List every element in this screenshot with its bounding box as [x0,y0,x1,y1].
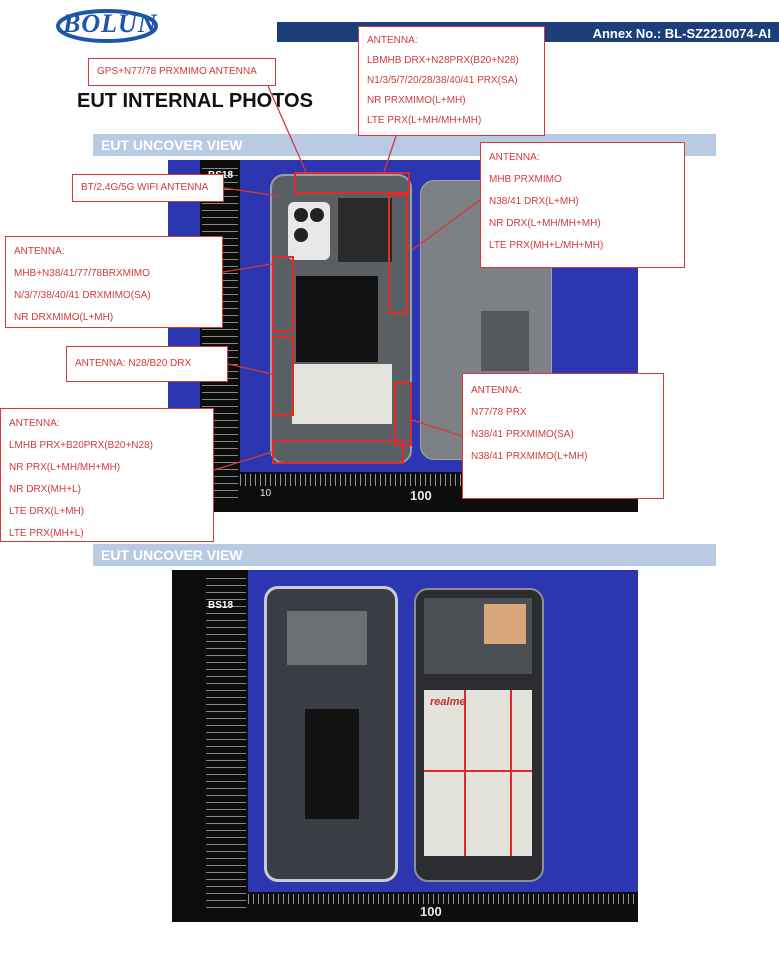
callout-line: LTE PRX(MH+L/MH+MH) [489,240,604,251]
callout-line: NR DRX(L+MH/MH+MH) [489,218,601,229]
antenna-region-left-upper [272,256,294,332]
callout-antenna-bottom-left: ANTENNA: LMHB PRX+B20PRX(B20+N28) NR PRX… [0,408,214,542]
logo-text: BOLUN [63,9,158,38]
graphite-sheet [305,709,359,819]
callout-gps-antenna: GPS+N77/78 PRXMIMO ANTENNA [88,58,276,86]
antenna-region-right-lower [394,382,412,446]
callout-line: N38/41 PRXMIMO(L+MH) [471,451,588,462]
phone-middle-frame [264,586,398,882]
callout-line: N38/41 PRXMIMO(SA) [471,429,574,440]
antenna-region-right-upper [388,194,408,314]
logo: BOLUN [55,6,160,46]
page-title: EUT INTERNAL PHOTOS [77,90,313,112]
ruler-vertical [172,570,248,922]
ruler-horizontal: 100 [248,892,638,922]
section-header-2: EUT UNCOVER VIEW [93,544,716,566]
callout-text: BT/2.4G/5G WIFI ANTENNA [81,182,209,193]
callout-antenna-top-right: ANTENNA: MHB PRXMIMO N38/41 DRX(L+MH) NR… [480,142,685,268]
logo-mark [56,9,158,43]
callout-line: MHB PRXMIMO [489,174,562,185]
shield-plate [338,198,392,262]
callout-antenna-bottom-right: ANTENNA: N77/78 PRX N38/41 PRXMIMO(SA) N… [462,373,664,499]
battery [292,364,392,424]
callout-n28-antenna: ANTENNA: N28/B20 DRX [66,346,228,382]
callout-line: NR PRX(L+MH/MH+MH) [9,462,121,473]
callout-line: NR DRX(MH+L) [9,484,81,495]
callout-line: NR PRXMIMO(L+MH) [367,95,466,106]
callout-line: ANTENNA: [489,152,540,163]
antenna-region-left-lower [272,336,294,416]
callout-line: ANTENNA: [9,418,60,429]
eut-photo-uncover-2: BS18 100 realme [172,570,638,922]
callout-line: LTE DRX(L+MH) [9,506,85,517]
mainboard [424,598,532,674]
callout-line: ANTENNA: [471,385,522,396]
ruler-tick-label: 100 [410,488,432,503]
callout-line: N38/41 DRX(L+MH) [489,196,579,207]
callout-line: N/3/7/38/40/41 DRXMIMO(SA) [14,290,151,301]
battery-brand: realme [430,696,466,708]
callout-text: GPS+N77/78 PRXMIMO ANTENNA [97,66,257,77]
callout-line: LBMHB DRX+N28PRX(B20+N28) [367,55,519,66]
battery: realme [424,690,532,856]
callout-text: ANTENNA: N28/B20 DRX [75,358,192,369]
graphite-sheet [296,276,378,362]
ruler-brand-label: BS18 [208,600,234,611]
callout-line: MHB+N38/41/77/78BRXMIMO [14,268,150,279]
callout-antenna-top-center: ANTENNA: LBMHB DRX+N28PRX(B20+N28) N1/3/… [358,26,545,136]
callout-line: LMHB PRX+B20PRX(B20+N28) [9,440,153,451]
callout-line: LTE PRX(MH+L) [9,528,84,539]
callout-antenna-mid-left: ANTENNA: MHB+N38/41/77/78BRXMIMO N/3/7/3… [5,236,223,328]
phone-mainboard-battery: realme [414,588,544,882]
antenna-region-top [294,172,410,194]
callout-wifi-antenna: BT/2.4G/5G WIFI ANTENNA [72,174,224,202]
camera-module [288,202,330,260]
ruler-tick-label: 10 [260,488,272,499]
antenna-region-bottom [272,440,404,464]
callout-line: ANTENNA: [367,35,418,46]
callout-line: N1/3/5/7/20/28/38/40/41 PRX(SA) [367,75,518,86]
callout-line: NR DRXMIMO(L+MH) [14,312,114,323]
callout-line: LTE PRX(L+MH/MH+MH) [367,115,482,126]
callout-line: N77/78 PRX [471,407,527,418]
callout-line: ANTENNA: [14,246,65,257]
ruler-tick-label: 100 [420,904,442,919]
